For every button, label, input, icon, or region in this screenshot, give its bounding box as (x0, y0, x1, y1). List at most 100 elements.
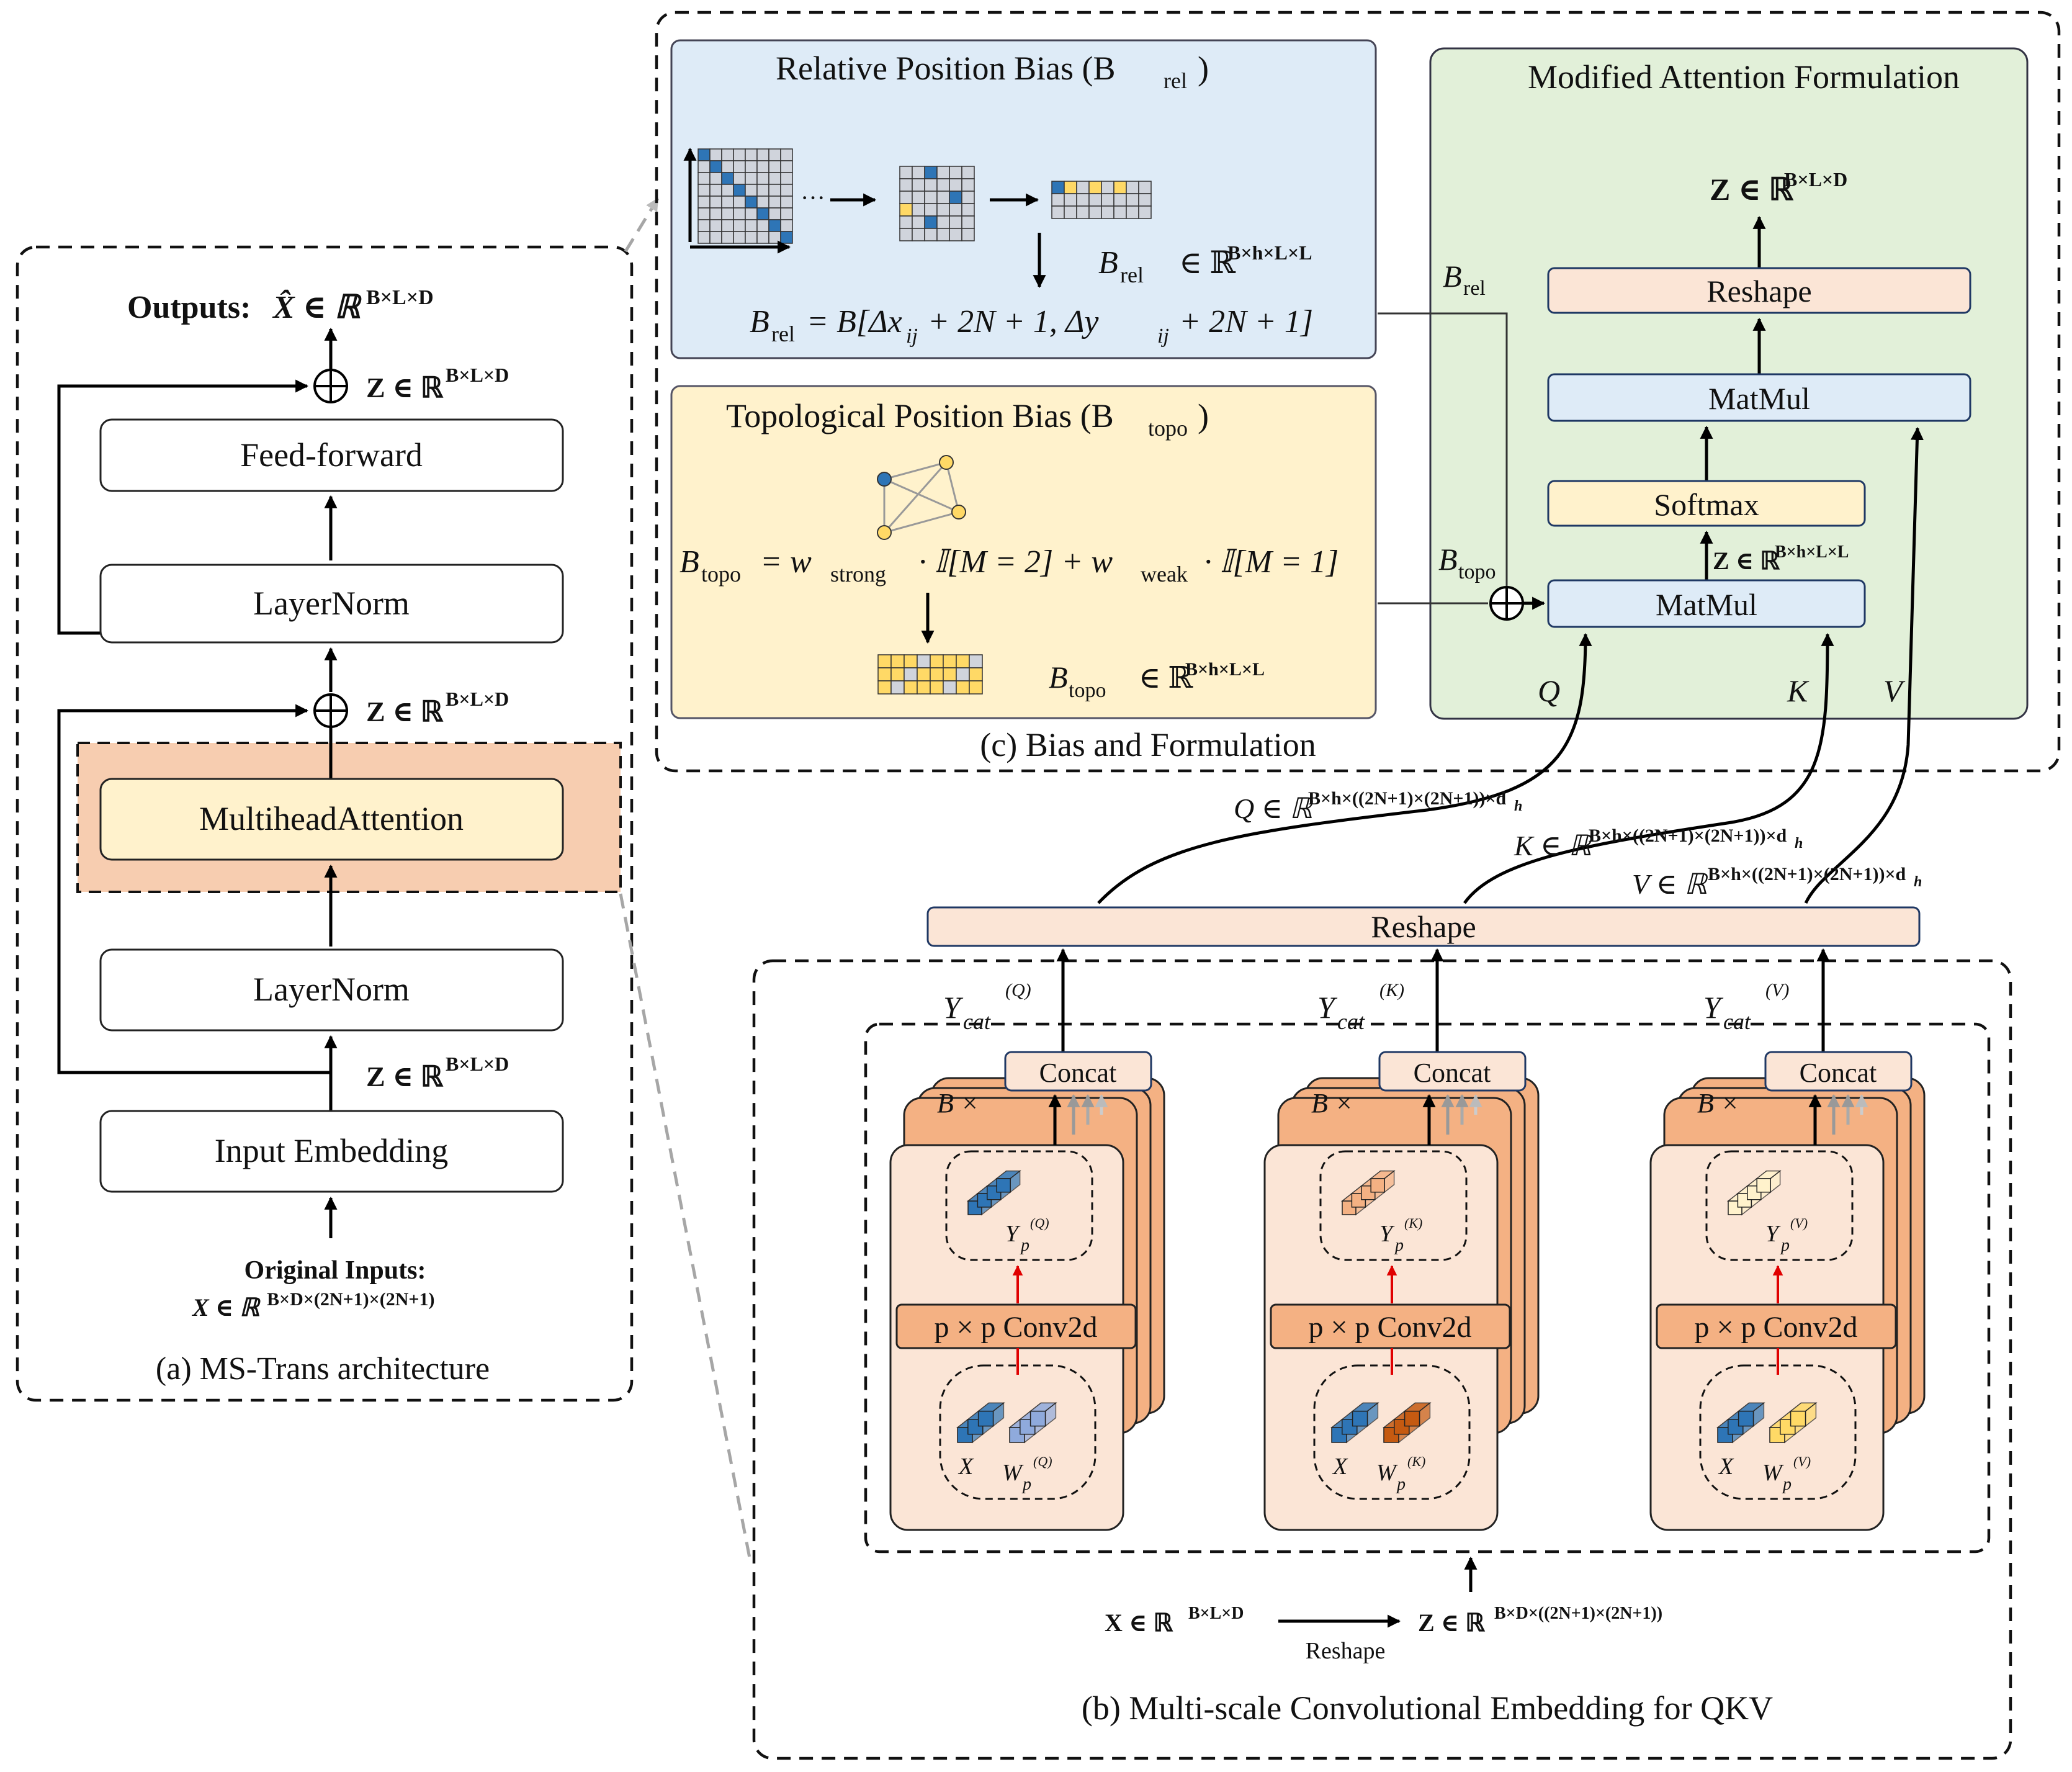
input-box (1699, 1364, 1857, 1500)
svg-text:h: h (1514, 798, 1522, 814)
rel-dots: ··· (801, 184, 825, 212)
feed-forward-label: Feed-forward (240, 436, 423, 474)
ycat-label: Y (943, 990, 964, 1025)
rel-dim: B (1098, 245, 1118, 281)
residual-connection-bottom (57, 704, 331, 1074)
svg-text:(Q): (Q) (1030, 1215, 1049, 1231)
brel-label: B (1443, 259, 1462, 294)
reshape-block-attn (1547, 267, 1971, 314)
svg-text:(V): (V) (1790, 1215, 1808, 1231)
x-cube-icon (1330, 1401, 1379, 1444)
svg-text:topo: topo (1458, 560, 1496, 583)
k-dim-label: K ∈ ℝ (1514, 830, 1593, 861)
conv2d-label: p × p Conv2d (1694, 1311, 1857, 1344)
yp-cube-icon (966, 1170, 1021, 1216)
z-dim-bottom: B×L×D (446, 1053, 509, 1075)
svg-text:rel: rel (771, 322, 795, 346)
relative-grid-icon (697, 148, 793, 244)
yp-label: Y (1005, 1221, 1021, 1247)
svg-text:∈ ℝ: ∈ ℝ (1139, 662, 1193, 695)
svg-text:p: p (1396, 1475, 1406, 1494)
x-label: X (958, 1454, 974, 1480)
panel-a-frame (16, 245, 634, 1402)
svg-text:· 𝕀[M = 2] + w: · 𝕀[M = 2] + w (918, 544, 1113, 580)
yp-cube-icon (1340, 1170, 1396, 1216)
original-inputs-label: Original Inputs: (244, 1256, 426, 1285)
k-label: K (1787, 673, 1810, 708)
svg-text:MatMul: MatMul (1656, 587, 1757, 622)
multihead-attention-label: MultiheadAttention (199, 800, 464, 837)
feed-forward-block (99, 418, 564, 492)
attn-z: Z ∈ ℝ (1710, 172, 1793, 207)
x-label: X (1718, 1454, 1734, 1480)
input-embedding-label: Input Embedding (215, 1132, 448, 1169)
v-dim-label: V ∈ ℝ (1632, 868, 1708, 900)
conv2d-block (1656, 1303, 1897, 1349)
rel-formula: = B[Δx (807, 304, 902, 340)
svg-text:+ 2N + 1]: + 2N + 1] (1179, 304, 1313, 340)
conv2d-label: p × p Conv2d (934, 1311, 1097, 1344)
input-box (1313, 1364, 1471, 1500)
svg-text:p: p (1780, 1236, 1790, 1255)
yp-box (1705, 1150, 1854, 1261)
x-cube-icon (1716, 1401, 1765, 1444)
svg-text:(Q): (Q) (1033, 1454, 1052, 1469)
yp-label: Y (1765, 1221, 1781, 1247)
svg-text:p: p (1394, 1236, 1404, 1255)
batch-label: B × (1697, 1088, 1739, 1118)
svg-text:B×L×D: B×L×D (1188, 1604, 1244, 1623)
svg-text:strong: strong (830, 562, 886, 587)
rel-title-sub: rel (1164, 68, 1187, 93)
svg-text:cat: cat (963, 1009, 991, 1034)
panel-a: Outputs: X̂ ∈ ℝ B×L×D Z ∈ ℝ B×L×D Feed-f… (16, 245, 634, 1402)
svg-text:(K): (K) (1404, 1215, 1422, 1231)
v-curve (1804, 426, 1924, 904)
rel-dim-sup: B×h×L×L (1227, 241, 1312, 264)
topo-dim: B (1049, 660, 1068, 695)
yp-cube-icon (1726, 1170, 1782, 1216)
svg-text:B×h×((2N+1)×(2N+1))×d: B×h×((2N+1)×(2N+1))×d (1308, 788, 1507, 809)
input-embedding-block (99, 1110, 564, 1193)
concat-label: Concat (1039, 1058, 1117, 1088)
svg-text:cat: cat (1723, 1009, 1751, 1034)
svg-text:h: h (1795, 835, 1803, 852)
topo-dim-sup: B×h×L×L (1185, 659, 1265, 680)
q-label: Q (1538, 673, 1560, 708)
rel-title: Relative Position Bias (B (776, 50, 1116, 87)
wp-cube-icon (1382, 1401, 1432, 1444)
svg-text:(Q): (Q) (1005, 980, 1031, 1001)
outputs-label: Outputs: (127, 290, 251, 325)
concat-block (1764, 1051, 1913, 1092)
concat-label: Concat (1414, 1058, 1491, 1088)
ycat-label: Y (1703, 990, 1724, 1025)
svg-text:B×h×L×L: B×h×L×L (1775, 542, 1849, 562)
matmul-top-block (1547, 373, 1971, 422)
svg-text:(V): (V) (1765, 980, 1789, 1001)
concat-label: Concat (1800, 1058, 1877, 1088)
bottom-reshape-label: Reshape (1306, 1638, 1386, 1664)
yp-box (1319, 1150, 1468, 1261)
reshape-bar (926, 906, 1921, 947)
svg-text:+ 2N + 1, Δy: + 2N + 1, Δy (928, 304, 1099, 340)
softmax-z: Z ∈ ℝ (1713, 547, 1780, 575)
panel-b-frame (752, 959, 2012, 1760)
concat-block (1378, 1051, 1527, 1092)
input-box (939, 1364, 1097, 1500)
svg-text:ij: ij (906, 325, 918, 348)
conv2d-label: p × p Conv2d (1308, 1311, 1471, 1344)
panel-b-caption: (b) Multi-scale Convolutional Embedding … (1082, 1689, 1773, 1727)
z-label-bottom: Z ∈ ℝ (366, 1061, 444, 1092)
reshape-bar-label: Reshape (1371, 909, 1476, 944)
wp-label: W (1762, 1460, 1784, 1486)
attn-title: Modified Attention Formulation (1528, 58, 1960, 96)
x-cube-icon (956, 1401, 1005, 1444)
yp-label: Y (1379, 1221, 1395, 1247)
svg-text:topo: topo (1069, 679, 1106, 702)
svg-text:weak: weak (1141, 562, 1188, 587)
brel-connector (1378, 312, 1508, 587)
panel-c-caption: (c) Bias and Formulation (980, 726, 1316, 763)
outputs-dim: B×L×D (366, 286, 434, 309)
ycat-label: Y (1317, 990, 1338, 1025)
